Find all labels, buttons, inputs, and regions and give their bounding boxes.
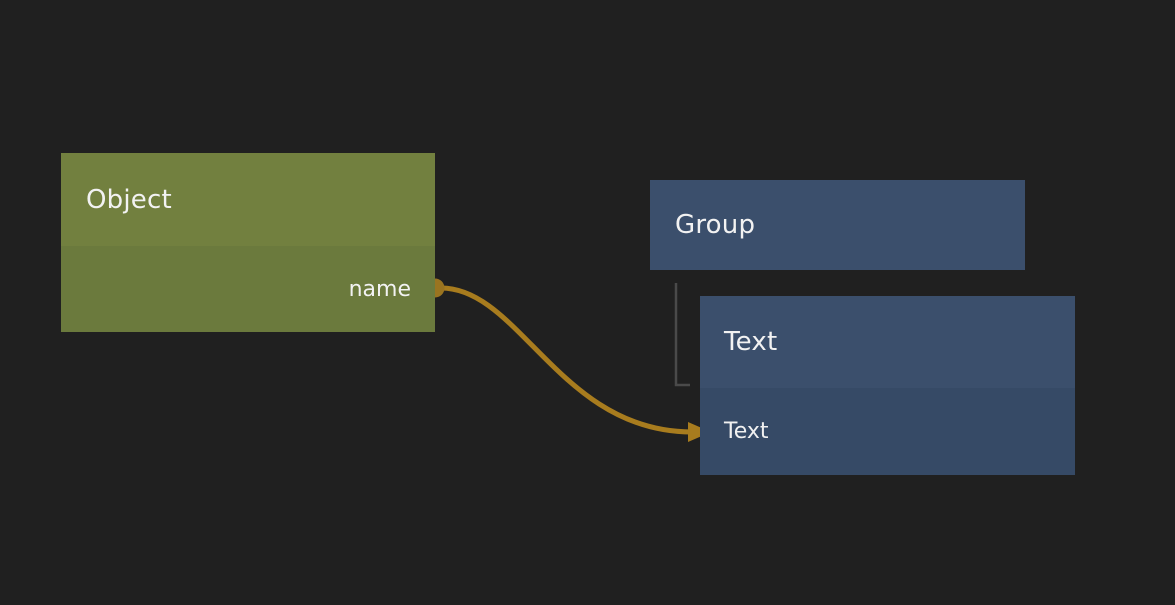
node-group-title: Group [675,210,756,240]
node-text[interactable]: Text Text [700,296,1075,475]
node-object-body: name [61,246,435,332]
node-text-body[interactable]: Text [700,388,1075,475]
group-to-text-bracket [674,283,690,387]
node-object-header[interactable]: Object [61,153,435,246]
connection-name-to-text[interactable] [425,278,712,443]
node-text-header[interactable]: Text [700,296,1075,388]
port-row-name[interactable]: name [349,246,435,332]
node-text-field-label: Text [724,419,769,444]
port-label-name: name [348,276,411,302]
node-group[interactable]: Group [650,180,1025,270]
node-text-title: Text [724,327,778,357]
node-group-header[interactable]: Group [650,180,1025,270]
node-object-title: Object [86,184,172,215]
node-object[interactable]: Object name [61,153,435,332]
